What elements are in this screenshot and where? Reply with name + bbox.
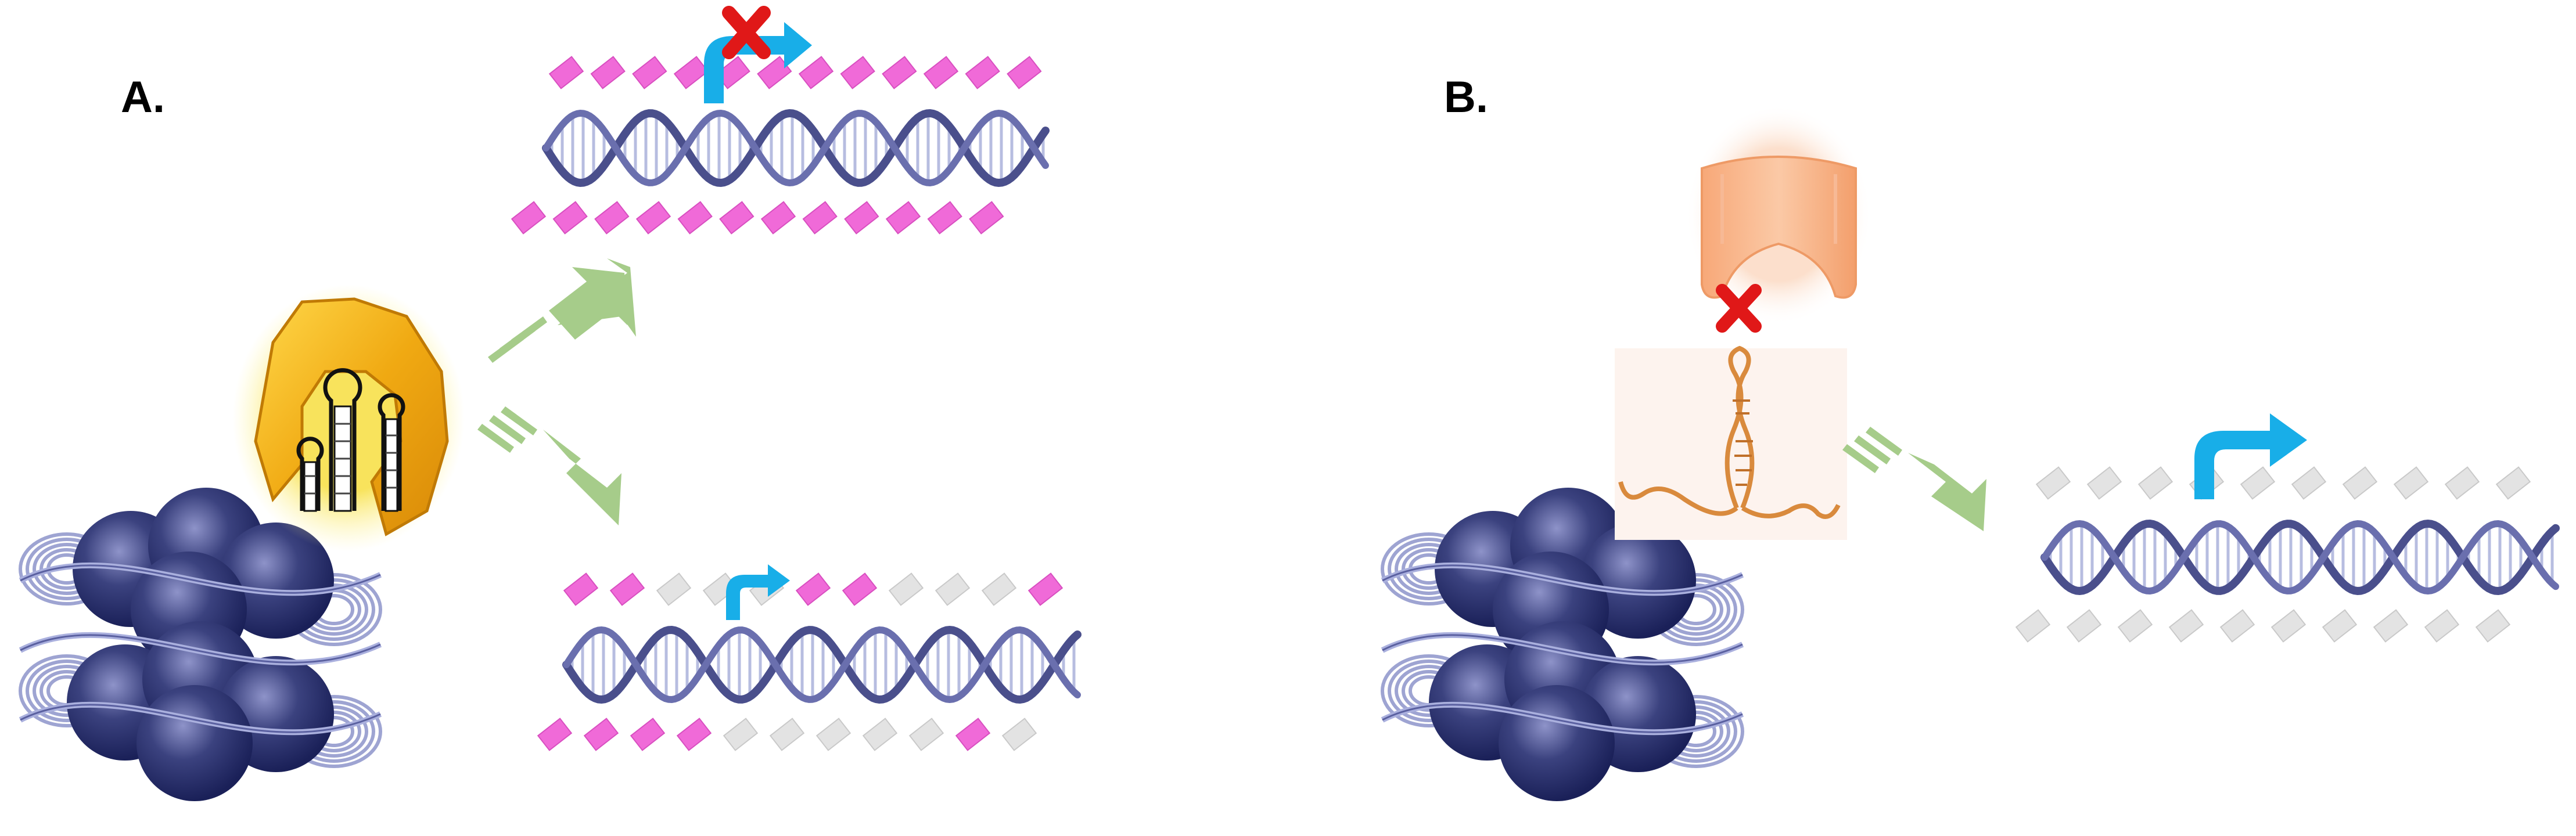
dna-helix-partially-methylated (537, 572, 1082, 751)
methylation-mark (798, 56, 834, 89)
histone-sphere (1499, 685, 1615, 801)
methylation-mark (632, 56, 667, 89)
unmethylated-mark (862, 718, 898, 751)
unmethylated-mark (2015, 609, 2051, 643)
methylation-mark (673, 56, 709, 89)
arrow-down-right-icon (477, 406, 621, 525)
methylation-mark (719, 201, 755, 235)
arrow-down-right-icon (1842, 427, 1986, 531)
dna-strand (2040, 519, 2560, 596)
methylation-mark (511, 201, 547, 235)
methylation-mark (882, 56, 917, 89)
methylation-mark (840, 56, 875, 89)
panel-label-a: A. (121, 73, 165, 122)
panel-label-b: B. (1444, 73, 1488, 122)
reader-protein-icon (1686, 105, 1871, 325)
transcription-arrow-icon (2194, 413, 2307, 499)
methylation-mark (802, 201, 838, 235)
unmethylated-mark (2444, 466, 2480, 500)
unmethylated-mark (2066, 609, 2102, 643)
methylation-mark (548, 56, 584, 89)
unmethylated-mark (815, 718, 852, 751)
unmethylated-mark (2168, 609, 2204, 643)
unmethylated-mark (2393, 466, 2429, 500)
unmethylated-mark (2342, 466, 2378, 500)
unmethylated-mark (1001, 718, 1037, 751)
red-x-icon (722, 6, 771, 59)
unmethylated-mark (2240, 466, 2276, 500)
dna-helix-unmethylated (2015, 466, 2560, 643)
unmethylated-mark (656, 572, 692, 606)
unmethylated-mark (2219, 609, 2255, 643)
unmethylated-mark (2117, 609, 2153, 643)
unmethylated-mark (888, 572, 924, 606)
methylation-mark (760, 201, 796, 235)
rna-hairpin-icon (1615, 345, 1847, 540)
unmethylated-mark (2086, 466, 2122, 500)
transcription-arrow-icon (726, 564, 790, 620)
lncrna-complex-icon (232, 284, 465, 552)
methylation-mark (795, 572, 831, 606)
methylation-mark (927, 201, 962, 235)
histone-sphere (136, 685, 253, 801)
nucleosome-icon (19, 488, 382, 801)
methylation-mark (844, 201, 879, 235)
methylation-mark (590, 56, 626, 89)
transcription-arrow-icon (704, 22, 812, 103)
methylation-mark (552, 201, 588, 235)
methylation-mark (1027, 572, 1064, 606)
dna-strand (562, 625, 1082, 704)
methylation-mark (635, 201, 671, 235)
methylation-mark (609, 572, 645, 606)
unmethylated-mark (2137, 466, 2173, 500)
unmethylated-mark (2035, 466, 2071, 500)
unmethylated-mark (2270, 609, 2306, 643)
nucleosome-icon (1381, 488, 1744, 801)
unmethylated-mark (2495, 466, 2531, 500)
unmethylated-mark (908, 718, 944, 751)
unmethylated-mark (2322, 609, 2358, 643)
red-x-icon (1716, 284, 1762, 333)
dna-wrap (20, 634, 381, 664)
unmethylated-mark (723, 718, 759, 751)
dna-wrap (1382, 634, 1743, 664)
dna-wrap (20, 564, 381, 594)
methylation-mark (955, 718, 991, 751)
unmethylated-mark (935, 572, 971, 606)
methylation-mark (630, 718, 666, 751)
methylation-mark (965, 56, 1000, 89)
dna-strand (563, 626, 1081, 704)
dna-wrap (1382, 564, 1743, 594)
unmethylated-mark (981, 572, 1017, 606)
dna-helix-methylated (511, 56, 1050, 235)
unmethylated-mark (2291, 466, 2327, 500)
methylation-mark (537, 718, 573, 751)
arrow-up-right-icon (488, 267, 627, 363)
unmethylated-mark (2373, 609, 2409, 643)
unmethylated-mark (2424, 609, 2460, 643)
methylation-mark (676, 718, 712, 751)
methylation-mark (885, 201, 921, 235)
methylation-mark (842, 572, 878, 606)
methylation-mark (594, 201, 630, 235)
dna-strand (2041, 520, 2559, 595)
methylation-mark (563, 572, 599, 606)
methylation-mark (1007, 56, 1042, 89)
methylation-mark (969, 201, 1004, 235)
methylation-mark (583, 718, 619, 751)
dna-wrap (20, 704, 381, 733)
dna-wrap (1382, 704, 1743, 733)
unmethylated-mark (769, 718, 805, 751)
dna-strand (542, 109, 1049, 187)
methylation-mark (923, 56, 959, 89)
methylation-mark (677, 201, 713, 235)
unmethylated-mark (2475, 609, 2511, 643)
